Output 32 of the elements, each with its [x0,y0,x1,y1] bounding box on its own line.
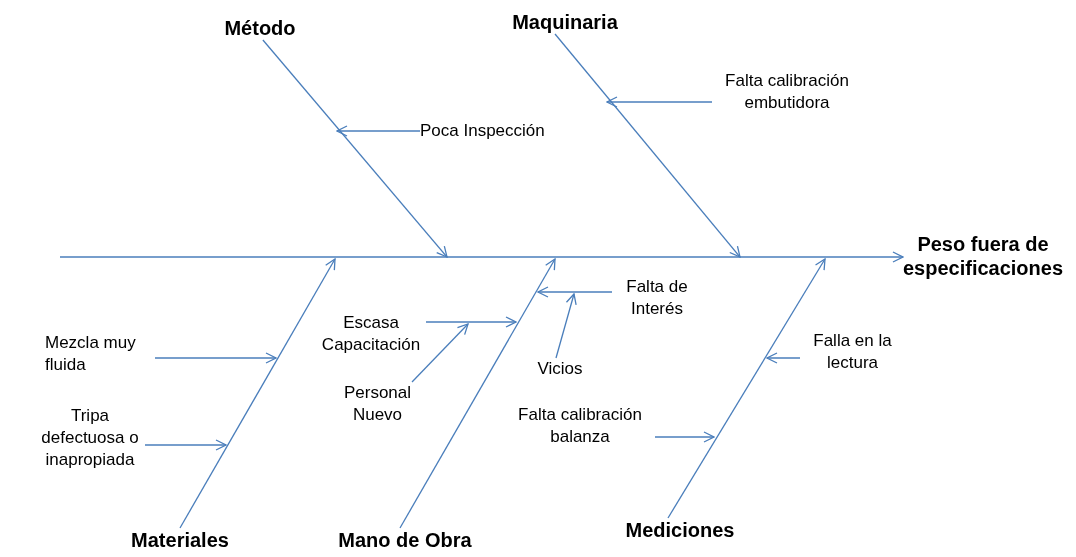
arrow [555,293,577,359]
cause-label: Falla en la lectura [800,330,905,374]
category-label: Mediciones [625,518,735,542]
arrow [667,258,826,519]
arrow [399,258,556,529]
arrow [179,258,336,529]
arrow [144,439,227,451]
arrow [59,251,904,263]
arrow [654,431,715,443]
cause-label: Personal Nuevo [330,382,425,426]
cause-label: Mezcla muy fluida [45,332,155,376]
arrow [766,352,801,364]
cause-label: Falta calibración embutidora [712,70,862,114]
category-label: Maquinaria [512,10,618,34]
arrow [336,125,421,137]
cause-label: Poca Inspección [420,120,545,142]
arrow [411,323,469,383]
category-label: Materiales [131,528,229,552]
category-label: Método [224,16,296,40]
arrow [606,96,713,108]
arrow [425,316,517,328]
cause-label: Falta de Interés [612,276,702,320]
arrow [537,286,613,298]
arrow [554,33,741,258]
cause-label: Falta calibración balanza [505,404,655,448]
cause-label: Escasa Capacitación [316,312,426,356]
arrow [262,39,448,258]
category-label: Mano de Obra [338,528,472,552]
cause-label: Tripa defectuosa o inapropiada [35,405,145,471]
cause-label: Vicios [537,358,583,380]
effect-label: Peso fuera de especificaciones [902,232,1064,280]
arrow [154,352,277,364]
